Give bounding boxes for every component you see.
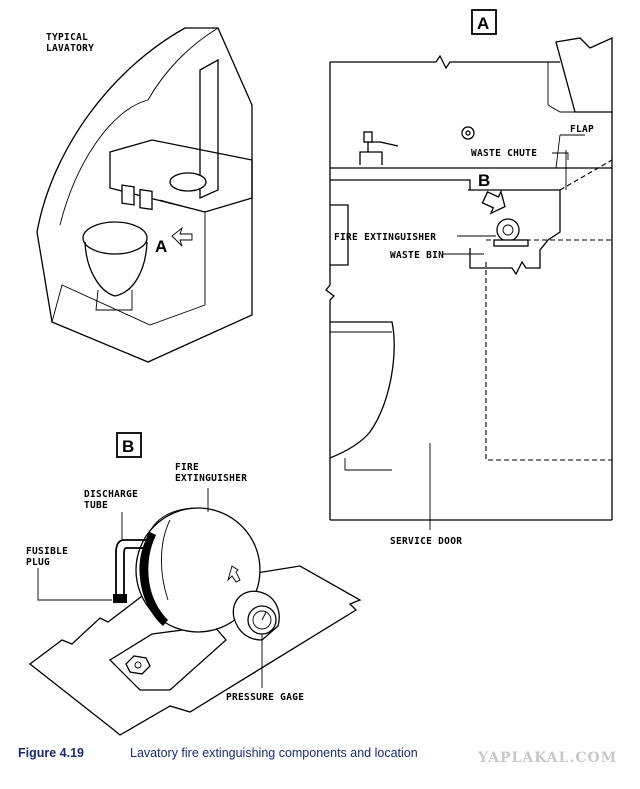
view-a: A B [325, 9, 613, 547]
view-b: B FIRE EXTINGUISH [26, 432, 362, 736]
lavatory-ceiling-curve [147, 27, 219, 101]
lavatory-floor [51, 284, 206, 326]
view-a-toilet-base [344, 458, 392, 471]
toilet-lid [82, 221, 148, 255]
lavatory-cabinet-front [159, 198, 253, 305]
lavatory-callout-arrow [171, 226, 193, 247]
label-waste-bin: WASTE BIN [390, 250, 444, 261]
waste-bin-housing [468, 189, 561, 276]
mounting-plate [28, 565, 362, 736]
lavatory-label-line1: TYPICAL [46, 32, 88, 43]
flap-dashed [559, 159, 613, 191]
pressure-gage-icon [232, 590, 280, 641]
view-a-side-panel [330, 204, 349, 266]
lavatory-label-line2: LAVATORY [46, 43, 94, 54]
view-a-upper-wall [547, 62, 575, 113]
leader-flap [555, 134, 585, 169]
view-b-tag: B [122, 437, 134, 456]
lavatory-callout-a: A [155, 237, 167, 256]
view-a-extinguisher-base [493, 239, 529, 247]
view-a-extinguisher-gage [502, 224, 514, 236]
figure-caption: Lavatory fire extinguishing components a… [130, 746, 418, 760]
view-a-upper-structure [555, 36, 613, 113]
toilet-base [95, 289, 133, 311]
label-fusible-plug-line2: PLUG [26, 557, 50, 568]
label-waste-chute: WASTE CHUTE [471, 148, 537, 159]
label-fusible-plug-line1: FUSIBLE [26, 546, 68, 557]
label-discharge-tube-line1: DISCHARGE [84, 489, 138, 500]
discharge-tube-inner [123, 547, 146, 596]
extinguisher-arrow-decal [227, 565, 241, 583]
label-pressure-gage: PRESSURE GAGE [226, 692, 304, 703]
toilet-bowl [84, 241, 148, 297]
watermark: YAPLAKAL.COM [478, 750, 618, 766]
label-service-door: SERVICE DOOR [390, 536, 462, 547]
label-discharge-tube-line2: TUBE [84, 500, 108, 511]
lavatory-mirror-pillar [199, 58, 219, 200]
view-a-tag-box [471, 9, 497, 35]
view-b-tag-box [116, 432, 142, 458]
mounting-bolt-icon [125, 655, 151, 675]
waste-chute-knob-center [465, 130, 471, 136]
figure-number: Figure 4.19 [18, 746, 84, 760]
view-a-top-break [330, 54, 560, 70]
lavatory-view: TYPICAL LAVATORY A [36, 27, 253, 363]
soap-dispenser-icon [359, 131, 399, 165]
view-a-toilet [329, 321, 395, 459]
lavatory-panel-left [121, 184, 135, 206]
extinguisher-sphere-band [139, 532, 168, 626]
leader-fusible-plug [37, 568, 112, 601]
fusible-plug [113, 594, 127, 603]
view-a-tag: A [477, 14, 489, 33]
waste-chute-knob [461, 126, 475, 140]
leader-waste-chute [552, 152, 569, 160]
view-a-callout-b-arrow [481, 189, 506, 215]
discharge-tube [115, 539, 146, 596]
service-door-dashed [485, 239, 612, 461]
view-a-extinguisher-bottle [496, 218, 520, 242]
lavatory-panel-right [139, 188, 153, 211]
view-a-left-wall [325, 62, 335, 520]
label-b-fire-line1: FIRE [175, 462, 199, 473]
lavatory-inner-curve [59, 99, 149, 226]
label-b-fire-line2: EXTINGUISHER [175, 473, 247, 484]
label-flap: FLAP [570, 124, 594, 135]
view-a-counter-top [330, 167, 612, 190]
lavatory-outer-wall [36, 27, 253, 363]
view-a-callout-b: B [478, 171, 490, 190]
label-fire-extinguisher-a: FIRE EXTINGUISHER [334, 232, 436, 243]
mounting-bracket [108, 625, 227, 691]
lavatory-sink [169, 172, 207, 192]
